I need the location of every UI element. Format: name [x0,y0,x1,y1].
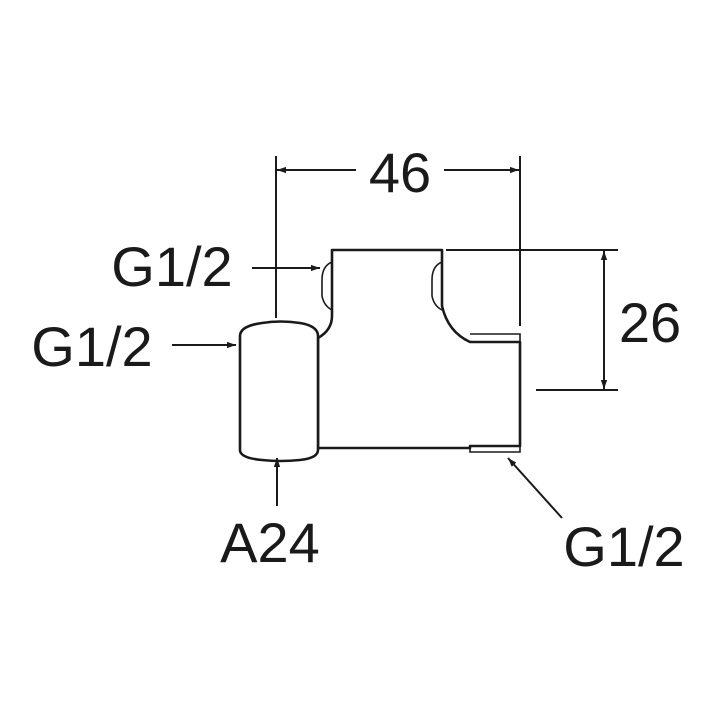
tee-body-outline [316,248,522,450]
fitting-body [238,248,522,463]
height-dimension-label: 26 [619,291,681,354]
top-thread-groove-left [321,261,333,311]
right-thread-label: G1/2 [563,515,684,578]
width-dimension-label: 46 [369,141,431,204]
hex-size-label: A24 [220,511,320,574]
height-dimension: 26 [446,249,681,391]
top-thread-groove-right [431,261,443,311]
right-thread-bottom-relief [469,446,521,453]
left-thread-label: G1/2 [31,315,152,378]
hex-nut [238,320,320,463]
width-dimension: 46 [275,141,521,326]
callout-top-thread: G1/2 [111,235,320,298]
callout-right-thread: G1/2 [507,457,685,578]
top-thread-label: G1/2 [111,235,232,298]
right-thread-arrow [507,457,563,519]
callout-left-thread: G1/2 [31,315,236,378]
right-thread-top-relief [470,333,521,342]
callout-hex-size: A24 [220,458,320,574]
